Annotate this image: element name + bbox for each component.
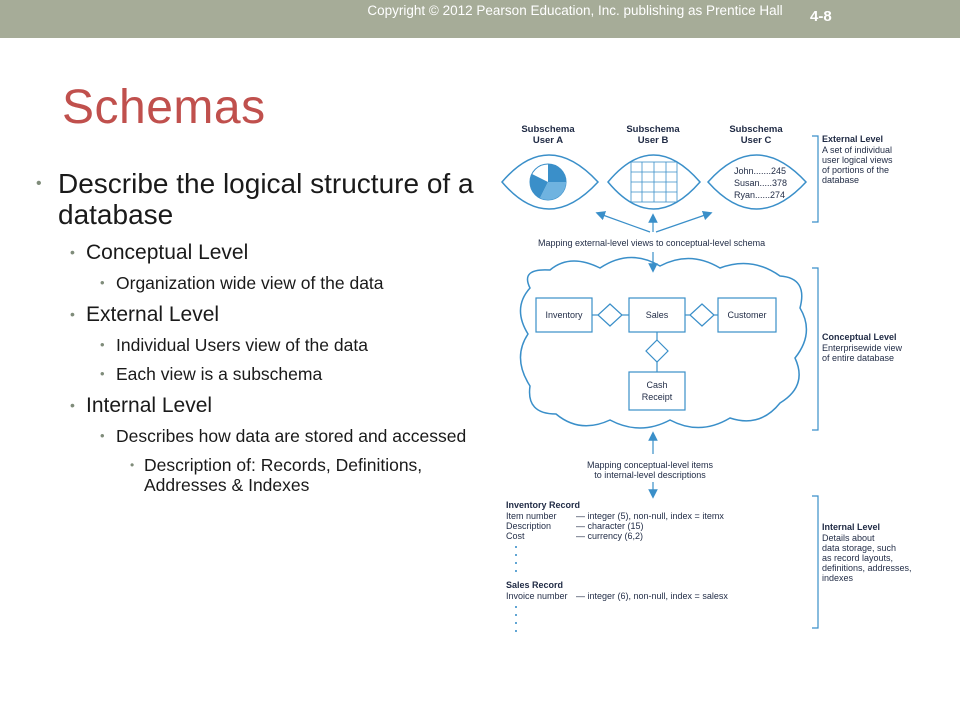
bullet-item: • Internal Level <box>36 393 476 418</box>
bullet-text: Internal Level <box>86 394 213 417</box>
internal-bracket <box>812 495 819 629</box>
bullet-dot-icon: • <box>130 458 135 472</box>
table-grid-icon <box>630 161 678 203</box>
conceptual-cloud-shape <box>519 256 808 429</box>
bullet-text: Each view is a subschema <box>116 364 323 384</box>
user-c-row: Susan.....378 <box>734 178 787 188</box>
internal-level-line: indexes <box>822 573 854 583</box>
external-level-line: A set of individual <box>822 145 892 155</box>
user-c-view-shape <box>706 154 808 210</box>
user-c-row: Ryan......274 <box>734 190 785 200</box>
bullet-item: • External Level <box>36 302 476 327</box>
bullet-item: • Description of: Records, Definitions, … <box>36 455 476 495</box>
external-level-line: of portions of the <box>822 165 889 175</box>
internal-level-line: Details about <box>822 533 875 543</box>
inventory-label: Inventory <box>545 310 583 320</box>
subschema-c-line2: User C <box>741 135 772 146</box>
internal-level-heading: Internal Level <box>822 522 880 532</box>
cash-receipt-entity <box>628 371 686 411</box>
bullet-item: • Describes how data are stored and acce… <box>36 426 476 446</box>
conceptual-level-line: Enterprisewide view <box>822 343 903 353</box>
bullet-dot-icon: • <box>100 366 105 381</box>
record-desc: — integer (6), non-null, index = salesx <box>576 591 728 601</box>
bullet-item: • Each view is a subschema <box>36 364 476 384</box>
conceptual-bracket <box>812 267 819 431</box>
record-field: Invoice number <box>506 591 568 601</box>
slide-title: Schemas <box>62 81 266 134</box>
external-level-line: database <box>822 175 859 185</box>
header-bar: Copyright © 2012 Pearson Education, Inc.… <box>0 0 960 38</box>
external-level-heading: External Level <box>822 134 883 144</box>
bullet-text: Describes how data are stored and access… <box>116 426 467 446</box>
internal-level-line: data storage, such <box>822 543 896 553</box>
bullet-text: Conceptual Level <box>86 241 249 264</box>
subschema-b-line2: User B <box>638 135 669 146</box>
internal-level-line: as record layouts, <box>822 553 893 563</box>
user-a-view-shape <box>501 154 600 210</box>
bullet-dot-icon: • <box>100 428 105 443</box>
mapping-bottom-text: to internal-level descriptions <box>594 470 706 480</box>
relationship-diamond-icon <box>645 339 669 363</box>
bullet-text: Organization wide view of the data <box>116 273 384 293</box>
conceptual-level-line: of entire database <box>822 353 894 363</box>
record-field: Description <box>506 521 551 531</box>
external-bracket <box>812 135 819 223</box>
bullet-item: • Describe the logical structure of a da… <box>36 168 476 230</box>
customer-label: Customer <box>727 310 766 320</box>
bullet-item: • Individual Users view of the data <box>36 335 476 355</box>
sales-label: Sales <box>646 310 669 320</box>
bullet-text: Individual Users view of the data <box>116 335 368 355</box>
cash-receipt-label: Receipt <box>642 392 673 402</box>
bullet-text: Description of: Records, Definitions, Ad… <box>144 455 423 495</box>
bullet-dot-icon: • <box>100 275 105 290</box>
record-desc: — integer (5), non-null, index = itemx <box>576 511 724 521</box>
schema-diagram-svg: Subschema User A Subschema User B Subsch… <box>501 124 912 632</box>
bullet-item: • Organization wide view of the data <box>36 273 476 293</box>
cash-receipt-label: Cash <box>646 380 667 390</box>
record-field: Item number <box>506 511 557 521</box>
mapping-top-text: Mapping external-level views to conceptu… <box>538 238 765 248</box>
record-field: Cost <box>506 531 525 541</box>
bullet-dot-icon: • <box>70 397 75 413</box>
bullet-item: • Conceptual Level <box>36 240 476 265</box>
user-b-view-shape <box>607 154 701 210</box>
subschema-a-line2: User A <box>533 135 563 146</box>
bullet-dot-icon: • <box>70 244 75 260</box>
user-c-row: John.......245 <box>734 166 786 176</box>
record-desc: — currency (6,2) <box>576 531 643 541</box>
copyright-text: Copyright © 2012 Pearson Education, Inc.… <box>367 3 783 18</box>
bullet-dot-icon: • <box>100 337 105 352</box>
mapping-bottom-text: Mapping conceptual-level items <box>587 460 714 470</box>
slide-number: 4-8 <box>810 8 832 25</box>
subschema-c-line1: Subschema <box>729 124 783 135</box>
bullet-text: Describe the logical structure of a data… <box>58 168 474 230</box>
bullet-dot-icon: • <box>36 175 42 192</box>
sales-record-title: Sales Record <box>506 580 563 590</box>
relationship-diamond-icon <box>597 303 623 327</box>
relationship-diamond-icon <box>689 303 715 327</box>
schema-diagram: Subschema User A Subschema User B Subsch… <box>490 118 960 638</box>
subschema-b-line1: Subschema <box>626 124 680 135</box>
bullet-list: • Describe the logical structure of a da… <box>36 168 476 501</box>
internal-level-line: definitions, addresses, <box>822 563 912 573</box>
conceptual-level-heading: Conceptual Level <box>822 332 897 342</box>
subschema-a-line1: Subschema <box>521 124 575 135</box>
inventory-record-title: Inventory Record <box>506 500 580 510</box>
record-desc: — character (15) <box>576 521 644 531</box>
external-level-line: user logical views <box>822 155 893 165</box>
bullet-dot-icon: • <box>70 306 75 322</box>
inventory-entity <box>535 297 593 333</box>
bullet-text: External Level <box>86 303 220 326</box>
customer-entity <box>717 297 777 333</box>
